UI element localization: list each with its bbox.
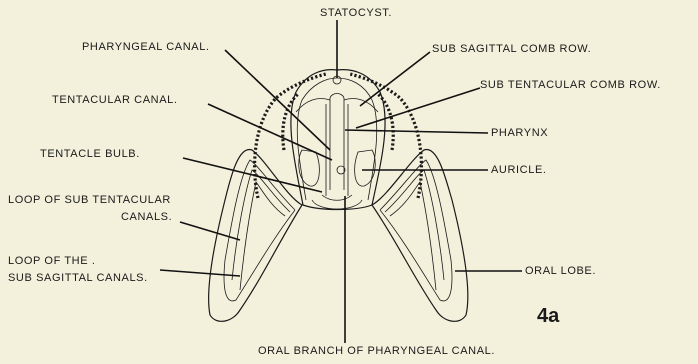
tentacle-bulb-right <box>355 150 376 186</box>
label-sub-sagittal-comb-row: SUB SAGITTAL COMB ROW. <box>432 43 591 56</box>
label-tentacle-bulb: TENTACLE BULB. <box>40 148 140 161</box>
label-sub-tentacular-comb-row: SUB TENTACULAR COMB ROW. <box>480 79 661 92</box>
figure-number: 4a <box>537 305 559 328</box>
pharynx <box>330 94 344 191</box>
label-loop-sub-sagittal-line2: SUB SAGITTAL CANALS. <box>8 272 148 285</box>
label-pharyngeal-canal: PHARYNGEAL CANAL. <box>82 41 210 54</box>
right-lobe-canal-loop <box>380 160 452 301</box>
label-tentacular-canal: TENTACULAR CANAL. <box>52 94 178 107</box>
label-auricle: AURICLE. <box>491 164 547 177</box>
label-oral-branch: ORAL BRANCH OF PHARYNGEAL CANAL. <box>258 345 495 358</box>
meridional-canals <box>296 99 378 113</box>
tentacle-bulb-left <box>299 150 320 186</box>
label-pharynx: PHARYNX <box>491 127 548 140</box>
comb-row-right-outer <box>350 74 421 198</box>
label-loop-sub-tentacular-line2: CANALS. <box>121 211 172 224</box>
label-oral-lobe: ORAL LOBE. <box>525 265 596 278</box>
oral-branch <box>312 200 362 209</box>
label-statocyst: STATOCYST. <box>320 7 392 20</box>
label-loop-sub-tentacular-line1: LOOP OF SUB TENTACULAR <box>8 194 171 207</box>
label-loop-sub-sagittal-line1: LOOP OF THE . <box>8 255 95 268</box>
